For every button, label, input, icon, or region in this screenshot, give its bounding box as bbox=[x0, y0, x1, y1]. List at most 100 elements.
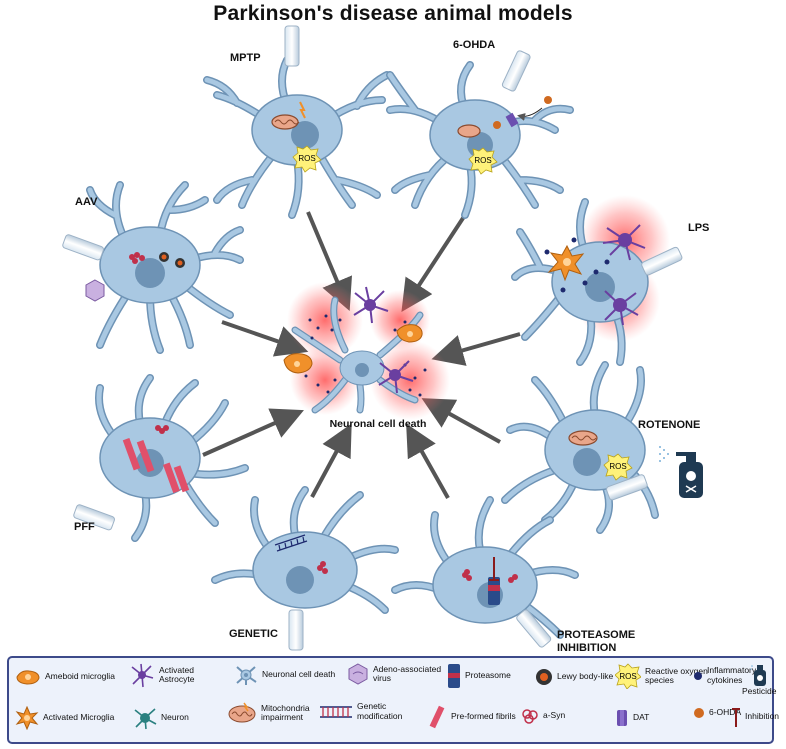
label-pff: PFF bbox=[74, 521, 95, 533]
ameboid-microglia-icon bbox=[16, 670, 40, 685]
label-mptp: MPTP bbox=[230, 52, 261, 64]
pff-icon bbox=[429, 705, 445, 729]
cytokine-icon bbox=[694, 671, 702, 680]
lewy-body-icon bbox=[536, 669, 552, 685]
proteasome-icon bbox=[448, 664, 460, 688]
center-microglia-left bbox=[283, 353, 313, 374]
ohda-molecule-icon bbox=[694, 708, 704, 718]
arrow-genetic bbox=[310, 423, 352, 498]
legend-asyn: a-Syn bbox=[521, 707, 565, 725]
center-astrocyte-bottom bbox=[378, 360, 414, 394]
legend-inhibition-label: Inhibition bbox=[745, 711, 780, 722]
aav-neuron bbox=[86, 181, 244, 354]
legend-lewy-body: Lewy body-like bbox=[535, 668, 613, 686]
ros-text: ROS bbox=[474, 156, 491, 165]
ros-label-line2: species bbox=[645, 675, 674, 685]
legend-lewy-body-label: Lewy body-like bbox=[557, 671, 614, 682]
legend-dat: DAT bbox=[615, 709, 649, 727]
ohda-uptake-arrow bbox=[517, 107, 543, 121]
ros-icon: ROS bbox=[615, 663, 641, 689]
aav-label-line2: virus bbox=[373, 673, 391, 683]
astrocyte-icon bbox=[131, 663, 154, 688]
genetic-label-line1: Genetic bbox=[357, 701, 387, 711]
legend-ameboid-microglia: Ameboid microglia bbox=[15, 668, 115, 686]
diagram-canvas: ROS ROS bbox=[62, 25, 703, 651]
cytokines-label-line1: Inflammatory bbox=[707, 665, 757, 675]
label-aav: AAV bbox=[75, 196, 98, 208]
aav-virus-icon bbox=[85, 279, 105, 302]
inhibition-icon bbox=[732, 708, 740, 727]
ohda-molecule bbox=[544, 96, 552, 104]
mito-label-line1: Mitochondria bbox=[261, 702, 310, 713]
syringe-rotenone bbox=[606, 474, 648, 501]
legend-inhibition: Inhibition bbox=[731, 706, 779, 728]
syringe-6ohda bbox=[501, 50, 531, 92]
mitochondria-icon bbox=[228, 702, 256, 723]
astrocyte-label-line1: Activated bbox=[159, 664, 194, 675]
center-astrocyte-top bbox=[353, 286, 389, 324]
label-rotenone: ROTENONE bbox=[638, 419, 701, 431]
legend-6ohda-label: 6-OHDA bbox=[709, 707, 742, 718]
legend-neuron-label: Neuron bbox=[161, 712, 189, 723]
legend-proteasome-label: Proteasome bbox=[465, 670, 511, 681]
legend-activated-microglia: Activated Microglia bbox=[15, 706, 114, 730]
label-6ohda: 6-OHDA bbox=[453, 39, 496, 51]
arrow-rotenone bbox=[421, 398, 501, 444]
legend-pesticide: Pesticide bbox=[742, 664, 777, 697]
aav-label-line1: Adeno-associated bbox=[373, 663, 442, 674]
astrocyte-label-line2: Astrocyte bbox=[159, 674, 195, 684]
legend-asyn-label: a-Syn bbox=[543, 710, 566, 721]
aav-icon bbox=[348, 663, 368, 685]
legend-ameboid-microglia-label: Ameboid microglia bbox=[45, 671, 115, 682]
legend-neuron: Neuron bbox=[133, 706, 189, 730]
syringe-genetic bbox=[288, 609, 304, 651]
pesticide-icon bbox=[750, 665, 767, 686]
lps-microglia bbox=[547, 244, 585, 282]
neuron-icon bbox=[134, 708, 157, 730]
asyn-icon bbox=[522, 709, 538, 724]
ros-badge-rotenone: ROS bbox=[603, 453, 633, 481]
ohda-neuron bbox=[386, 61, 574, 219]
arrow-aav bbox=[221, 320, 309, 357]
legend-proteasome: Proteasome bbox=[447, 663, 511, 689]
syringe-proteasome bbox=[516, 609, 552, 648]
lps-astrocyte-top bbox=[602, 224, 646, 261]
arrow-lps bbox=[431, 332, 521, 366]
syringe-mptp bbox=[284, 25, 300, 67]
neuronal-cell-death-icon bbox=[236, 666, 257, 685]
ros-badge-6ohda: ROS bbox=[468, 147, 498, 175]
pff-neuron bbox=[95, 374, 249, 542]
legend-pesticide-label: Pesticide bbox=[742, 686, 777, 696]
center-label: Neuronal cell death bbox=[329, 418, 427, 430]
syringe-lps bbox=[641, 246, 683, 276]
legend-pff-label: Pre-formed fibrils bbox=[451, 711, 516, 722]
legend-dat-label: DAT bbox=[633, 712, 650, 723]
lps-cytokines bbox=[544, 237, 610, 293]
label-proteasome-line1: PROTEASOME bbox=[557, 629, 636, 641]
arrow-6ohda bbox=[401, 210, 469, 313]
arrow-pff bbox=[202, 408, 304, 457]
center-death-neuron bbox=[287, 282, 450, 420]
ros-text: ROS bbox=[298, 154, 315, 163]
legend-neuronal-cell-death-label: Neuronal cell death bbox=[262, 669, 336, 680]
genetic-label-line2: modification bbox=[357, 710, 403, 721]
label-proteasome-inhibition: PROTEASOME INHIBITION bbox=[557, 629, 635, 655]
legend-activated-microglia-label: Activated Microglia bbox=[43, 712, 115, 723]
lps-astrocyte-bottom bbox=[604, 290, 639, 326]
arrow-proteasome bbox=[406, 423, 450, 499]
proteasome-neuron bbox=[391, 496, 579, 639]
ros-label-line1: Reactive oxygen bbox=[645, 665, 708, 676]
